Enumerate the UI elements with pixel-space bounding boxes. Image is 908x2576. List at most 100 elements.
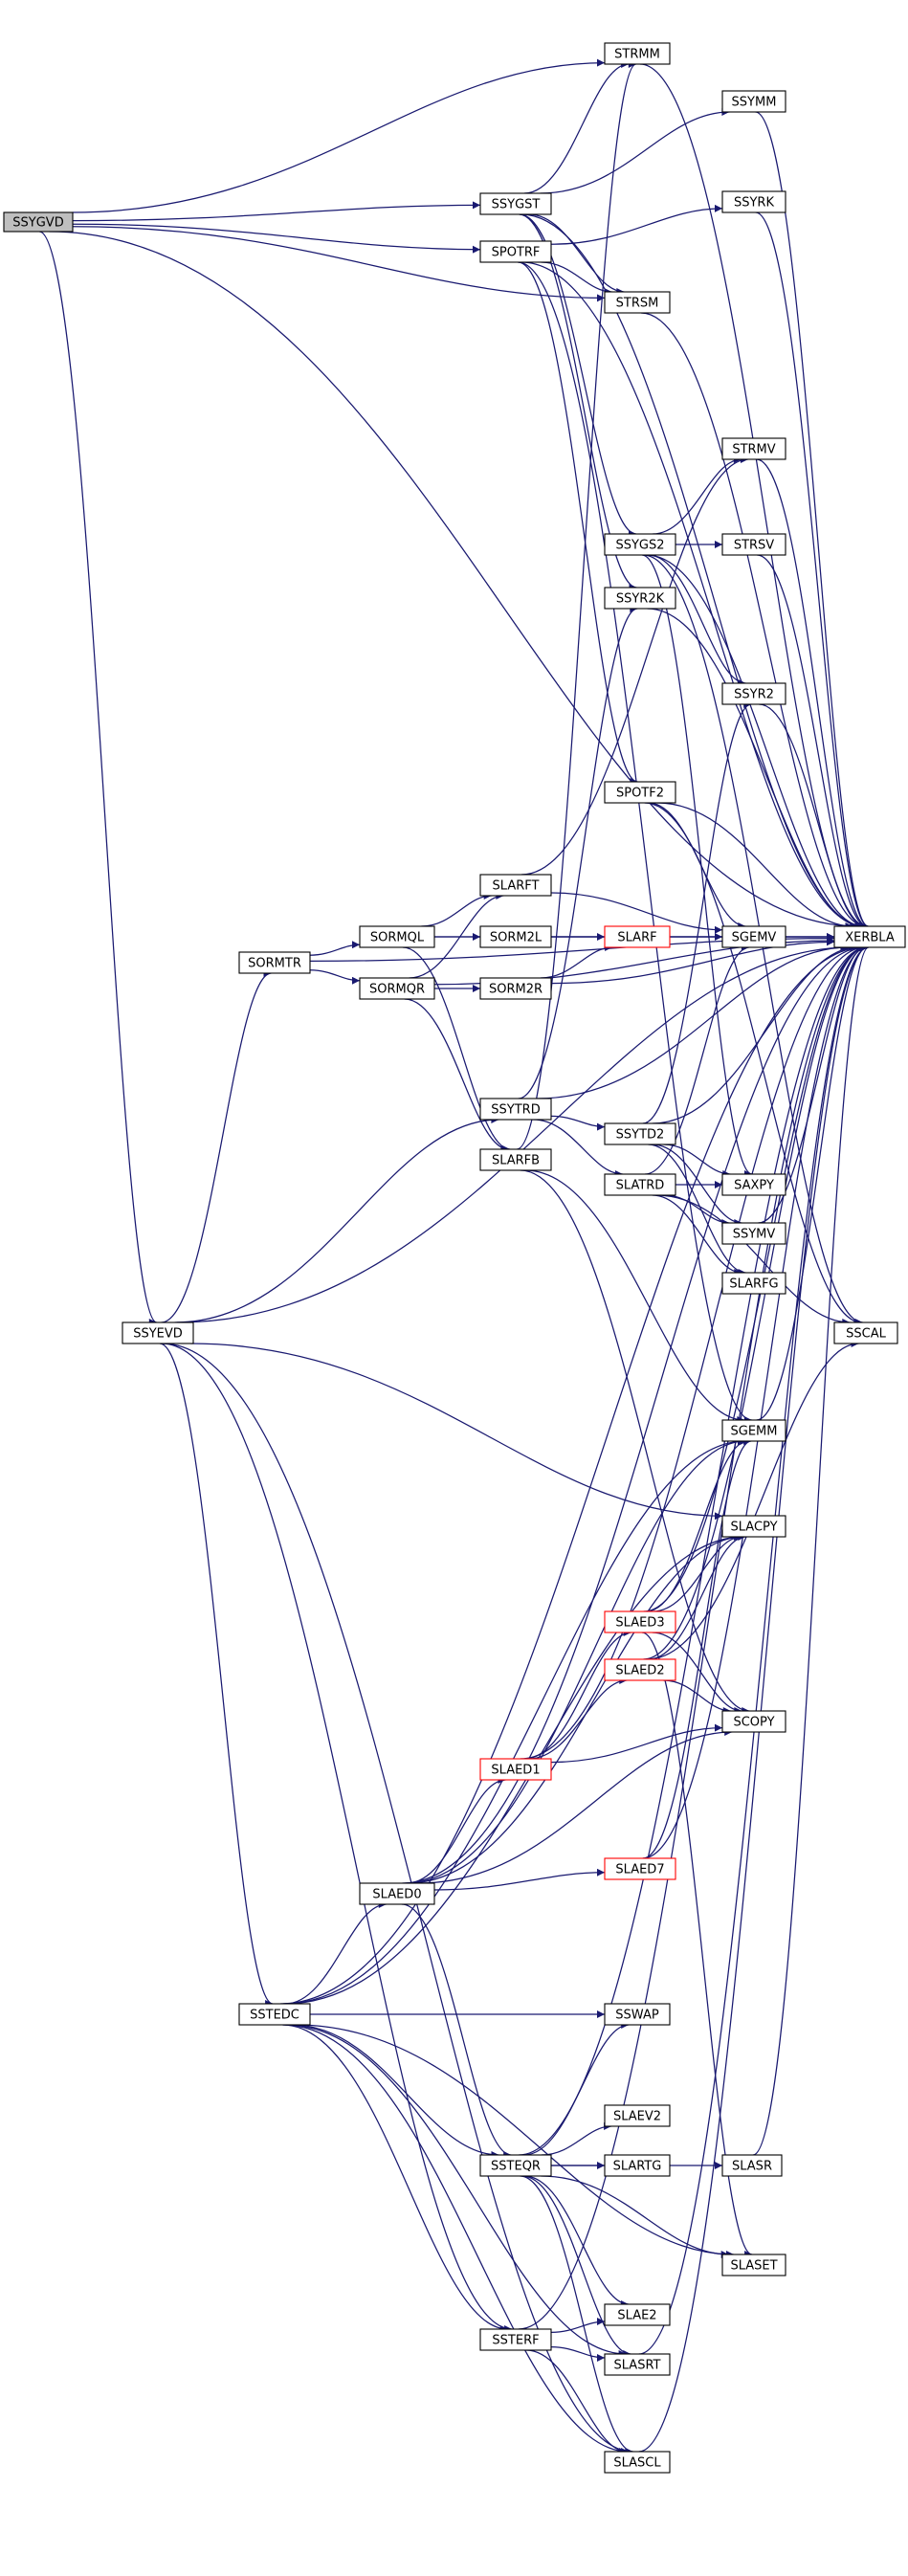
node-box-strsv[interactable]	[721, 533, 786, 556]
node-box-ssyrk[interactable]	[721, 190, 786, 213]
node-box-sstedc[interactable]	[238, 2003, 311, 2026]
node-strsm[interactable]: STRSM	[604, 291, 671, 314]
node-box-slasr[interactable]	[721, 2154, 783, 2177]
node-box-xerbla[interactable]	[833, 925, 906, 948]
node-box-strsm[interactable]	[604, 291, 671, 314]
node-slarft[interactable]: SLARFT	[479, 874, 552, 897]
node-box-slasrt[interactable]	[604, 2353, 671, 2376]
node-slatrd[interactable]: SLATRD	[604, 1173, 676, 1196]
node-sgemv[interactable]: SGEMV	[721, 925, 786, 948]
node-box-ssymv[interactable]	[721, 1222, 786, 1245]
node-xerbla[interactable]: XERBLA	[833, 925, 906, 948]
node-slaed1[interactable]: SLAED1	[479, 1758, 552, 1781]
node-box-slarft[interactable]	[479, 874, 552, 897]
node-ssytrd[interactable]: SSYTRD	[479, 1098, 552, 1121]
node-box-slacpy[interactable]	[721, 1515, 786, 1538]
node-box-slaed2[interactable]	[604, 1658, 676, 1681]
node-box-ssyevd[interactable]	[122, 1321, 194, 1344]
node-box-spotf2[interactable]	[604, 781, 676, 804]
node-box-slaed3[interactable]	[604, 1610, 676, 1633]
node-ssteqr[interactable]: SSTEQR	[479, 2154, 552, 2177]
node-sswap[interactable]: SSWAP	[604, 2003, 671, 2026]
node-slaed7[interactable]: SLAED7	[604, 1857, 676, 1880]
node-box-strmm[interactable]	[604, 42, 671, 65]
node-sormtr[interactable]: SORMTR	[238, 951, 311, 974]
node-box-sormqr[interactable]	[359, 977, 435, 1000]
node-sorm2l[interactable]: SORM2L	[479, 925, 552, 948]
node-slasrt[interactable]: SLASRT	[604, 2353, 671, 2376]
node-ssytd2[interactable]: SSYTD2	[604, 1122, 676, 1145]
node-ssyrk[interactable]: SSYRK	[721, 190, 786, 213]
node-slarf[interactable]: SLARF	[604, 925, 671, 948]
node-box-ssteqr[interactable]	[479, 2154, 552, 2177]
node-box-scopy[interactable]	[721, 1710, 786, 1733]
node-ssymv[interactable]: SSYMV	[721, 1222, 786, 1245]
node-box-sorm2l[interactable]	[479, 925, 552, 948]
node-ssymm[interactable]: SSYMM	[721, 90, 786, 113]
node-ssygs2[interactable]: SSYGS2	[604, 533, 676, 556]
node-box-slaev2[interactable]	[604, 2104, 671, 2127]
node-scopy[interactable]: SCOPY	[721, 1710, 786, 1733]
node-ssygst[interactable]: SSYGST	[479, 192, 552, 215]
node-box-ssymm[interactable]	[721, 90, 786, 113]
node-slae2[interactable]: SLAE2	[604, 2303, 671, 2326]
node-ssyevd[interactable]: SSYEVD	[122, 1321, 194, 1344]
node-box-strmv[interactable]	[721, 437, 786, 460]
node-box-slaed0[interactable]	[359, 1882, 435, 1905]
node-box-ssygst[interactable]	[479, 192, 552, 215]
node-spotf2[interactable]: SPOTF2	[604, 781, 676, 804]
node-slartg[interactable]: SLARTG	[604, 2154, 671, 2177]
node-slacpy[interactable]: SLACPY	[721, 1515, 786, 1538]
node-ssyr2[interactable]: SSYR2	[721, 682, 786, 705]
node-box-slatrd[interactable]	[604, 1173, 676, 1196]
node-saxpy[interactable]: SAXPY	[721, 1173, 786, 1196]
node-sgemm[interactable]: SGEMM	[721, 1419, 786, 1442]
node-ssterf[interactable]: SSTERF	[479, 2328, 552, 2351]
node-box-slaset[interactable]	[721, 2254, 786, 2276]
node-box-ssytd2[interactable]	[604, 1122, 676, 1145]
node-sormqr[interactable]: SORMQR	[359, 977, 435, 1000]
node-box-ssterf[interactable]	[479, 2328, 552, 2351]
node-strsv[interactable]: STRSV	[721, 533, 786, 556]
node-sstedc[interactable]: SSTEDC	[238, 2003, 311, 2026]
node-box-ssyr2[interactable]	[721, 682, 786, 705]
node-box-slarf[interactable]	[604, 925, 671, 948]
node-slaset[interactable]: SLASET	[721, 2254, 786, 2276]
node-sorm2r[interactable]: SORM2R	[479, 977, 552, 1000]
node-box-sgemm[interactable]	[721, 1419, 786, 1442]
node-box-slaed7[interactable]	[604, 1857, 676, 1880]
node-box-ssygvd[interactable]	[3, 211, 74, 233]
node-box-sswap[interactable]	[604, 2003, 671, 2026]
node-box-slaed1[interactable]	[479, 1758, 552, 1781]
node-box-slarfb[interactable]	[479, 1148, 552, 1171]
node-slasr[interactable]: SLASR	[721, 2154, 783, 2177]
node-slaed0[interactable]: SLAED0	[359, 1882, 435, 1905]
node-box-slae2[interactable]	[604, 2303, 671, 2326]
node-box-slartg[interactable]	[604, 2154, 671, 2177]
node-spotrf[interactable]: SPOTRF	[479, 240, 552, 263]
node-box-sormtr[interactable]	[238, 951, 311, 974]
node-box-ssygs2[interactable]	[604, 533, 676, 556]
node-box-sscal[interactable]	[833, 1321, 898, 1344]
node-box-spotrf[interactable]	[479, 240, 552, 263]
node-box-ssytrd[interactable]	[479, 1098, 552, 1121]
node-slaev2[interactable]: SLAEV2	[604, 2104, 671, 2127]
node-ssygvd[interactable]: SSYGVD	[3, 211, 74, 233]
node-ssyr2k[interactable]: SSYR2K	[604, 587, 676, 610]
node-box-saxpy[interactable]	[721, 1173, 786, 1196]
node-box-sormql[interactable]	[359, 925, 435, 948]
node-box-sorm2r[interactable]	[479, 977, 552, 1000]
node-box-sgemv[interactable]	[721, 925, 786, 948]
node-sormql[interactable]: SORMQL	[359, 925, 435, 948]
node-slaed2[interactable]: SLAED2	[604, 1658, 676, 1681]
node-slascl[interactable]: SLASCL	[604, 2451, 671, 2474]
node-slaed3[interactable]: SLAED3	[604, 1610, 676, 1633]
node-strmv[interactable]: STRMV	[721, 437, 786, 460]
node-slarfg[interactable]: SLARFG	[721, 1272, 786, 1295]
node-box-slascl[interactable]	[604, 2451, 671, 2474]
node-box-ssyr2k[interactable]	[604, 587, 676, 610]
node-slarfb[interactable]: SLARFB	[479, 1148, 552, 1171]
node-sscal[interactable]: SSCAL	[833, 1321, 898, 1344]
node-strmm[interactable]: STRMM	[604, 42, 671, 65]
node-box-slarfg[interactable]	[721, 1272, 786, 1295]
